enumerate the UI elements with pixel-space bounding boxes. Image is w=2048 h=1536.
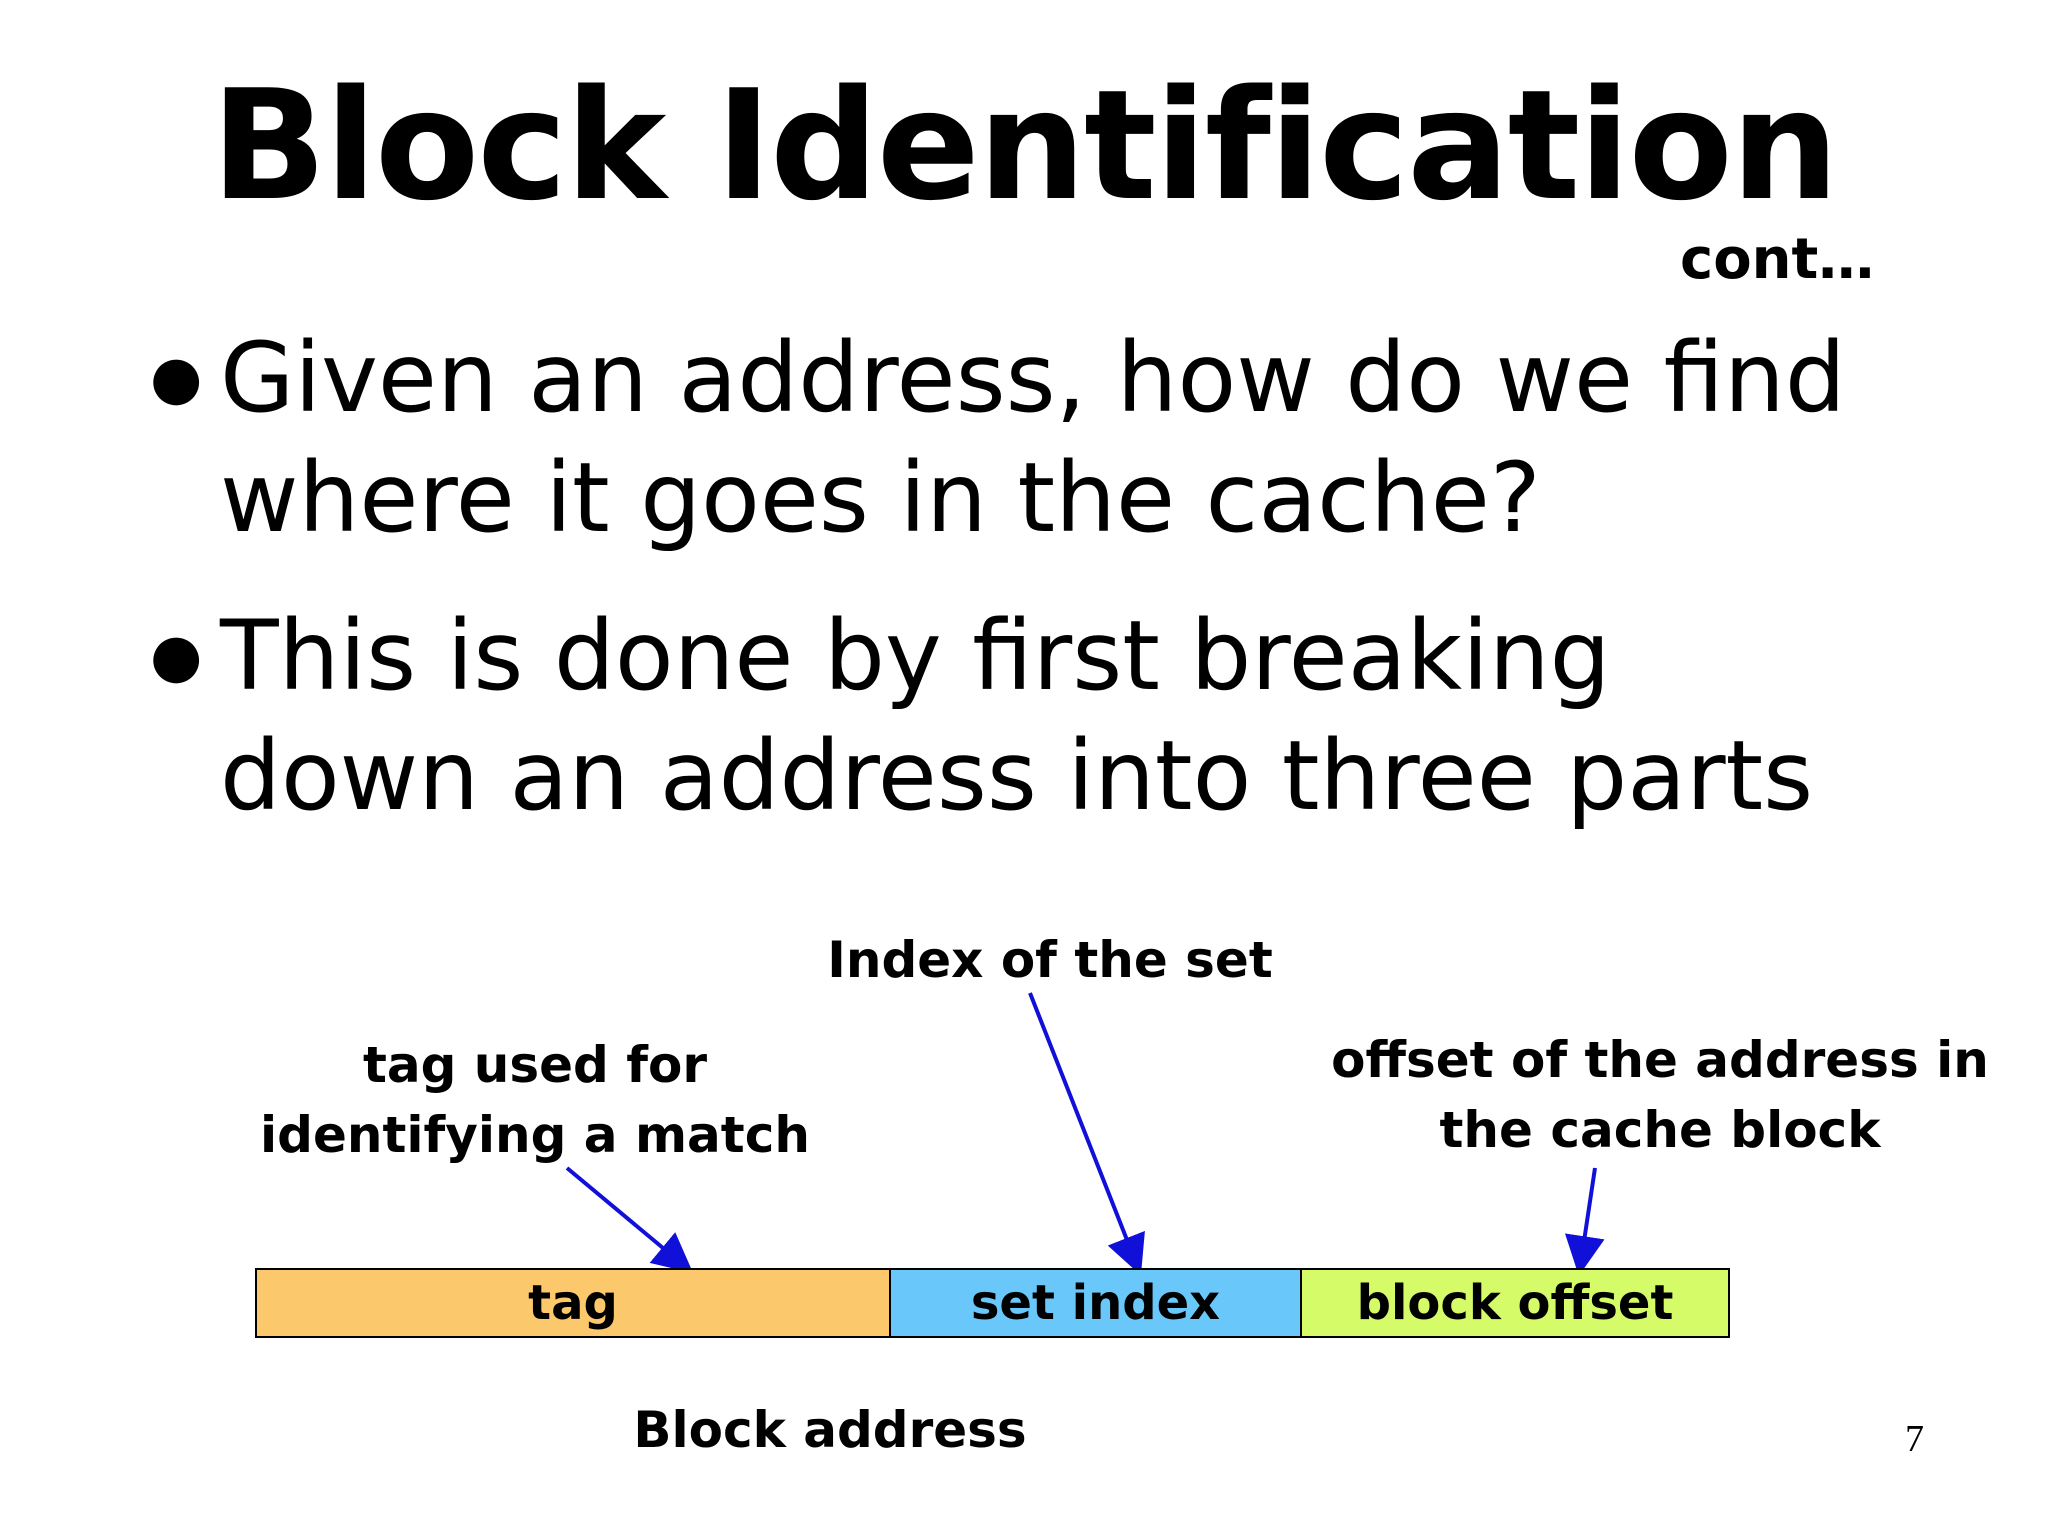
block-offset-field: block offset	[1302, 1270, 1728, 1336]
offset-description-line: offset of the address in	[1331, 1031, 1989, 1089]
continuation-label: cont…	[1680, 227, 1875, 292]
tag-field: tag	[257, 1270, 891, 1336]
tag-description-line: identifying a match	[260, 1106, 810, 1164]
offset-description-label: offset of the address in the cache block	[1300, 1025, 2020, 1165]
bullet-dot-icon: ●	[150, 621, 203, 691]
address-breakdown-bar: tag set index block offset	[255, 1268, 1730, 1338]
page-number: 7	[1905, 1418, 1924, 1460]
bullet-text: This is done by first breaking down an a…	[220, 596, 2000, 836]
bullet-line: where it goes in the cache?	[220, 442, 1541, 554]
block-offset-arrow	[1564, 1167, 1605, 1276]
bullet-text: Given an address, how do we find where i…	[220, 318, 2000, 558]
tag-arrow	[565, 1166, 694, 1274]
set-index-field: set index	[891, 1270, 1302, 1336]
bullet-line: down an address into three parts	[220, 720, 1814, 832]
bullet-line: Given an address, how do we find	[220, 322, 1846, 434]
set-index-arrow	[1028, 992, 1145, 1276]
offset-description-line: the cache block	[1439, 1101, 1881, 1159]
slide-title: Block Identification	[210, 57, 1839, 234]
bullet-dot-icon: ●	[150, 343, 203, 413]
block-address-label: Block address	[633, 1401, 1027, 1459]
bullet-line: This is done by first breaking	[220, 600, 1611, 712]
tag-description-label: tag used for identifying a match	[225, 1030, 845, 1170]
index-of-set-label: Index of the set	[827, 931, 1273, 989]
tag-description-line: tag used for	[362, 1036, 708, 1094]
